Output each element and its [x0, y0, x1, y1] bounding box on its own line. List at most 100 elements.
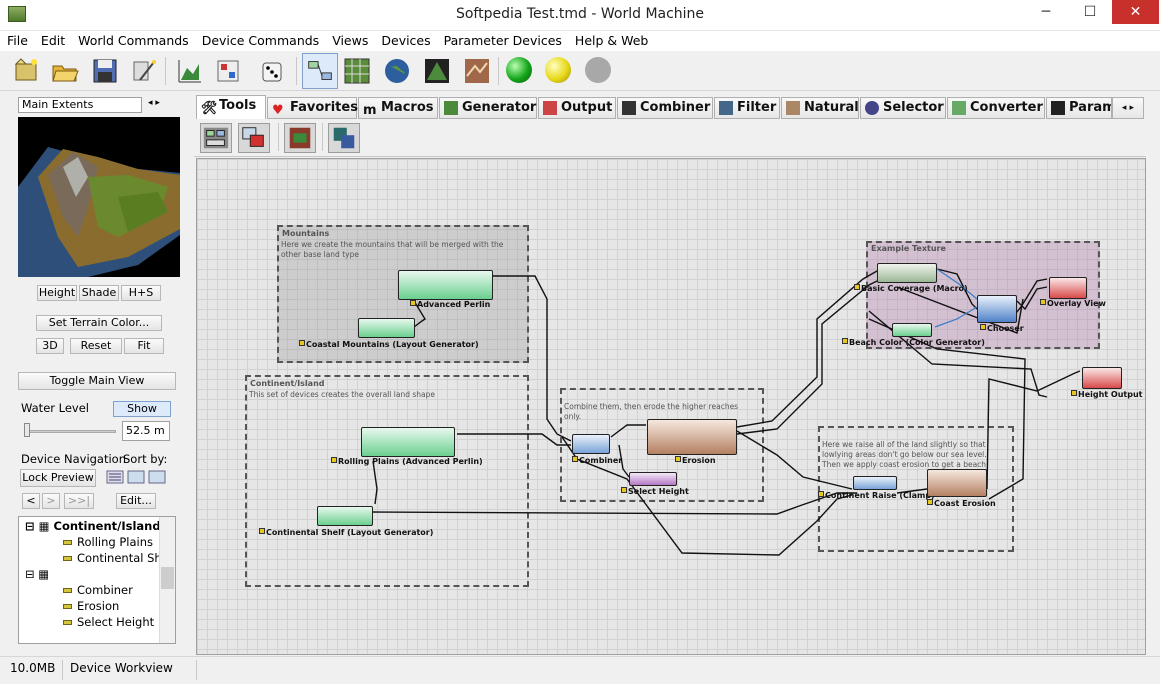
extents-select[interactable]: Main Extents [18, 97, 142, 113]
new-world-icon[interactable] [12, 56, 42, 86]
tab-param[interactable]: Param [1046, 97, 1112, 119]
node-port[interactable] [259, 528, 265, 534]
close-button[interactable]: ✕ [1112, 0, 1159, 24]
node-combiner[interactable] [572, 434, 610, 454]
3d-preview-icon[interactable] [422, 56, 452, 86]
tree-item-erosion[interactable]: Erosion [63, 599, 119, 613]
node-port[interactable] [980, 324, 986, 330]
render-settings-icon[interactable] [213, 56, 243, 86]
pause-yellow-icon[interactable] [545, 57, 571, 83]
water-level-input[interactable]: 52.5 m [122, 421, 170, 441]
node-port[interactable] [1040, 299, 1046, 305]
water-level-slider-thumb[interactable] [24, 423, 30, 437]
node-port[interactable] [842, 338, 848, 344]
node-chooser[interactable] [977, 295, 1017, 323]
tab-combiner[interactable]: Combiner [617, 97, 713, 119]
tree-item-continental-shelf[interactable]: Continental She [63, 551, 169, 565]
extents-arrows[interactable]: ◂ ▸ [148, 98, 160, 108]
menu-edit[interactable]: Edit [40, 33, 66, 48]
tree-scrollbar[interactable] [159, 517, 175, 643]
tab-filter[interactable]: Filter [714, 97, 780, 119]
maximize-button[interactable]: ☐ [1083, 4, 1097, 20]
reset-button[interactable]: Reset [70, 338, 122, 354]
node-continental-shelf[interactable] [317, 506, 373, 526]
water-level-slider[interactable] [26, 430, 116, 433]
node-coastal-mountains[interactable] [358, 318, 415, 338]
edit-button[interactable]: Edit... [116, 493, 156, 509]
portal-tool-icon[interactable] [328, 123, 360, 153]
minimize-button[interactable]: ─ [1041, 4, 1051, 20]
tab-favorites[interactable]: ♥Favorites [267, 97, 358, 119]
node-rolling-plains[interactable] [361, 427, 455, 457]
node-coast-erosion[interactable] [927, 469, 987, 497]
shade-view-button[interactable]: Shade [79, 285, 119, 301]
menu-parameter-devices[interactable]: Parameter Devices [443, 33, 562, 48]
node-height-output[interactable] [1082, 367, 1122, 389]
water-show-button[interactable]: Show [113, 401, 171, 417]
build-terrain-icon[interactable] [175, 56, 205, 86]
tab-generator[interactable]: Generator [439, 97, 537, 119]
node-continent-raise[interactable] [853, 476, 897, 490]
group-continent-raise[interactable]: Here we raise all of the land slightly s… [818, 426, 1014, 552]
node-port[interactable] [854, 284, 860, 290]
right-scrollbar[interactable] [1146, 95, 1158, 655]
node-port[interactable] [331, 457, 337, 463]
tab-scroll-arrows[interactable]: ◂ ▸ [1112, 97, 1144, 119]
group-tool-icon[interactable] [200, 123, 232, 153]
sort-icons[interactable] [106, 469, 166, 485]
node-port[interactable] [572, 456, 578, 462]
export-tool-icon[interactable] [284, 123, 316, 153]
menu-views[interactable]: Views [332, 33, 369, 48]
toggle-main-view-button[interactable]: Toggle Main View [18, 372, 176, 390]
texture-view-icon[interactable] [462, 56, 492, 86]
menu-devices[interactable]: Devices [381, 33, 431, 48]
random-seed-dice-icon[interactable] [258, 56, 288, 86]
device-tree[interactable]: ⊟ ▦ Continent/Island Rolling Plains Cont… [18, 516, 176, 644]
open-folder-icon[interactable] [50, 56, 80, 86]
device-workview-icon[interactable] [302, 53, 338, 89]
nav-next-button[interactable]: > [42, 493, 60, 509]
tree-item-rolling-plains[interactable]: Rolling Plains [63, 535, 153, 549]
menu-world-commands[interactable]: World Commands [78, 33, 189, 48]
node-port[interactable] [818, 491, 824, 497]
node-advanced-perlin[interactable] [398, 270, 493, 300]
stop-gray-icon[interactable] [585, 57, 611, 83]
3d-button[interactable]: 3D [36, 338, 64, 354]
node-port[interactable] [927, 499, 933, 505]
device-workview-canvas[interactable]: Mountains Here we create the mountains t… [196, 158, 1146, 655]
set-terrain-color-button[interactable]: Set Terrain Color... [36, 315, 162, 331]
tree-item-combiner[interactable]: Combiner [63, 583, 133, 597]
node-port[interactable] [299, 340, 305, 346]
tree-item-group[interactable]: ⊟ ▦ [25, 567, 50, 581]
hs-view-button[interactable]: H+S [121, 285, 161, 301]
terrain-preview[interactable] [18, 117, 180, 277]
node-port[interactable] [621, 487, 627, 493]
tree-item-select-height[interactable]: Select Height [63, 615, 154, 629]
menu-help-web[interactable]: Help & Web [574, 33, 649, 48]
build-green-icon[interactable] [506, 57, 532, 83]
tab-tools[interactable]: 🛠Tools [196, 95, 266, 119]
node-select-height[interactable] [629, 472, 677, 486]
menu-device-commands[interactable]: Device Commands [201, 33, 320, 48]
wand-icon[interactable] [128, 56, 158, 86]
tab-converter[interactable]: Converter [947, 97, 1045, 119]
node-beach-color[interactable] [892, 323, 932, 337]
node-port[interactable] [410, 300, 416, 306]
node-overlay-view[interactable] [1049, 277, 1087, 299]
nav-last-button[interactable]: >>| [64, 493, 94, 509]
node-port[interactable] [1071, 390, 1077, 396]
node-basic-coverage[interactable] [877, 263, 937, 283]
fit-button[interactable]: Fit [124, 338, 164, 354]
globe-view-icon[interactable] [382, 56, 412, 86]
lock-preview-button[interactable]: Lock Preview [20, 469, 96, 487]
group-continent-island[interactable]: Continent/Island This set of devices cre… [245, 375, 529, 587]
nav-prev-button[interactable]: < [22, 493, 40, 509]
tab-output[interactable]: Output [538, 97, 616, 119]
tab-selector[interactable]: Selector [860, 97, 946, 119]
tab-natural[interactable]: Natural [781, 97, 859, 119]
node-port[interactable] [675, 456, 681, 462]
save-icon[interactable] [90, 56, 120, 86]
node-erosion[interactable] [647, 419, 737, 455]
multi-device-tool-icon[interactable] [238, 123, 270, 153]
